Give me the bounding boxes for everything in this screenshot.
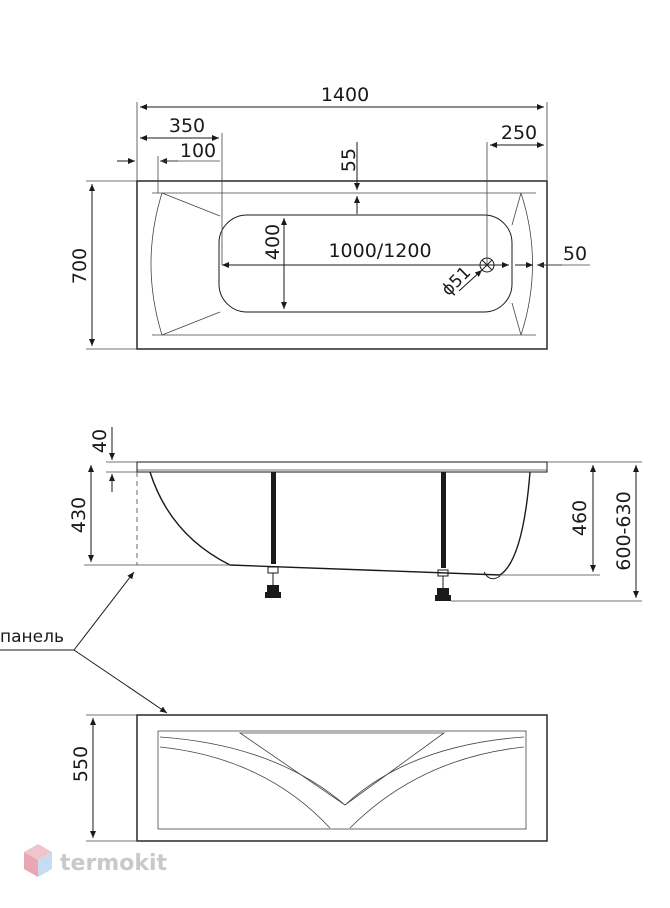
dim-offset-right: 250 <box>501 122 537 144</box>
dim-depth: 460 <box>569 500 591 536</box>
dim-inner-width: 400 <box>262 224 284 260</box>
side-view: 40 430 460 600-630 <box>68 427 642 602</box>
dim-inner-length: 1000/1200 <box>328 240 431 262</box>
dim-rim-left: 100 <box>180 140 216 162</box>
inner-basin <box>218 214 513 313</box>
leg-left <box>265 472 281 598</box>
tub-rim-side <box>136 461 548 473</box>
watermark: termokit <box>24 844 167 877</box>
dim-overall-height: 600-630 <box>613 491 635 570</box>
dim-length: 1400 <box>321 84 369 106</box>
dim-bowl-height: 430 <box>68 497 90 533</box>
panel-callout: панель <box>0 571 168 714</box>
tub-bowl-profile <box>149 471 531 576</box>
panel-label: панель <box>0 627 64 647</box>
dim-drain-diameter: ϕ51 <box>438 263 475 300</box>
dim-rim-top: 55 <box>338 148 360 172</box>
dim-rim-right: 50 <box>563 243 587 265</box>
front-panel: 550 <box>70 714 548 842</box>
dim-offset-left: 350 <box>169 115 205 137</box>
panel-outline <box>136 714 548 842</box>
leg-right <box>435 472 451 601</box>
watermark-brand: termokit <box>60 851 167 876</box>
top-view: 1400 350 250 100 55 700 400 1000/1200 ϕ5 <box>69 84 590 350</box>
termokit-logo-icon <box>24 844 52 877</box>
dim-rim-height: 40 <box>89 429 111 453</box>
dim-panel-height: 550 <box>70 746 92 782</box>
dim-width: 700 <box>69 248 91 284</box>
